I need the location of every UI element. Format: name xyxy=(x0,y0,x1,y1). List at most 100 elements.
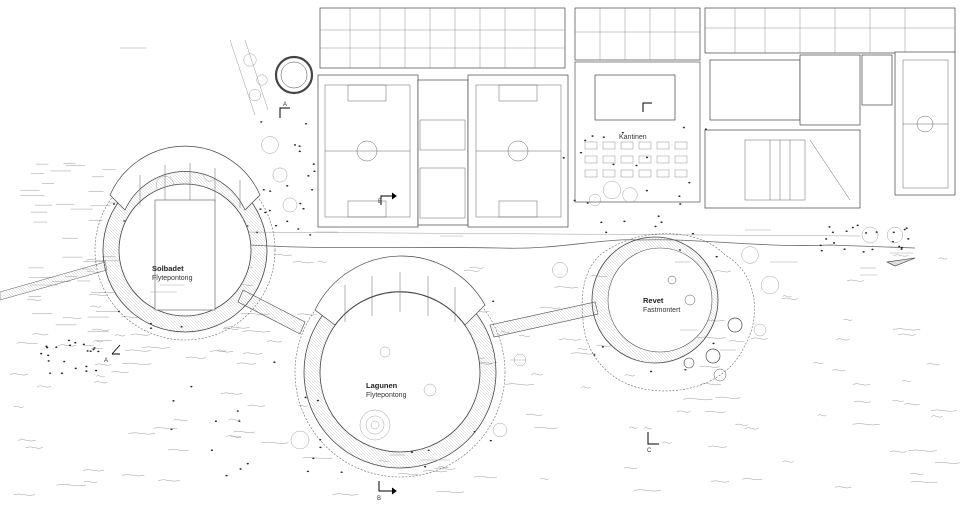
tree xyxy=(256,74,268,86)
ripple-line xyxy=(577,348,588,351)
ripple-line xyxy=(624,374,635,377)
person-marker xyxy=(47,354,50,357)
person-marker xyxy=(657,215,660,217)
people-markers xyxy=(40,121,910,477)
section-label-b-top: B xyxy=(378,199,382,205)
pool-revet xyxy=(581,233,755,392)
ripple-line xyxy=(128,432,156,435)
ripple-line xyxy=(122,362,152,365)
hall-core xyxy=(417,79,469,226)
person-marker xyxy=(612,163,615,166)
ripple-line xyxy=(10,373,29,376)
ripple-line xyxy=(26,298,42,301)
person-marker xyxy=(63,360,66,363)
ripple-line xyxy=(558,338,581,341)
bridge-1 xyxy=(237,289,306,335)
person-marker xyxy=(239,468,242,470)
bridge-left xyxy=(0,261,108,301)
pool-name-solbadet: Solbadet xyxy=(152,264,184,273)
person-marker xyxy=(678,195,681,197)
ripple-line xyxy=(158,479,180,482)
ripple-line xyxy=(89,293,108,296)
ripple-line xyxy=(224,326,250,329)
person-marker xyxy=(898,245,901,248)
ripple-line xyxy=(930,409,957,412)
ripple-line xyxy=(469,266,484,269)
ripple-line xyxy=(121,474,145,477)
person-marker xyxy=(660,221,663,224)
ripple-line xyxy=(892,328,921,331)
ripple-line xyxy=(581,386,591,389)
main-building xyxy=(317,7,956,228)
person-marker xyxy=(112,203,116,205)
person-marker xyxy=(635,164,638,167)
person-marker xyxy=(892,231,895,234)
pool-solbadet xyxy=(94,145,276,341)
person-marker xyxy=(649,370,653,373)
ripple-line xyxy=(233,430,256,433)
person-marker xyxy=(172,400,175,402)
person-marker xyxy=(85,370,88,372)
person-marker xyxy=(907,238,910,240)
person-marker xyxy=(304,122,308,125)
person-marker xyxy=(684,368,687,371)
ripple-line xyxy=(782,295,792,298)
person-marker xyxy=(299,202,302,205)
ripple-line xyxy=(94,381,108,384)
person-marker xyxy=(573,199,576,202)
person-marker xyxy=(312,457,315,460)
person-marker xyxy=(238,420,241,422)
ripple-line xyxy=(728,340,745,343)
ripple-line xyxy=(236,362,257,365)
section-label-a-bottom: A xyxy=(104,358,108,364)
person-marker xyxy=(820,249,823,252)
ripple-line xyxy=(434,467,456,470)
ripple-line xyxy=(242,330,271,333)
ripple-line xyxy=(539,306,561,309)
ripple-line xyxy=(714,270,731,273)
ripple-line xyxy=(518,334,531,337)
ripple-line xyxy=(397,473,419,476)
ripple-line xyxy=(120,316,140,319)
person-marker xyxy=(246,462,249,465)
ripple-line xyxy=(17,439,36,442)
ripple-line xyxy=(813,362,824,365)
round-pavilion xyxy=(274,55,314,95)
person-marker xyxy=(856,224,859,227)
person-marker xyxy=(60,372,64,375)
ripple-line xyxy=(111,371,129,374)
canteen-table xyxy=(674,141,688,150)
person-marker xyxy=(309,234,312,236)
person-marker xyxy=(85,365,88,368)
person-marker xyxy=(260,121,263,123)
ripple-line xyxy=(228,418,241,421)
person-marker xyxy=(293,144,297,146)
ripple-line xyxy=(889,450,907,453)
ripple-line xyxy=(222,327,240,330)
ripple-line xyxy=(217,349,227,352)
canteen-table xyxy=(620,141,634,150)
ripple-line xyxy=(220,392,243,395)
canteen-table xyxy=(602,141,616,150)
person-marker xyxy=(307,175,310,177)
section-label-c: C xyxy=(647,448,652,454)
ripple-line xyxy=(904,403,920,406)
section-marker-c xyxy=(647,432,659,445)
sports-hall-3 xyxy=(894,51,956,196)
canteen-tables xyxy=(584,141,688,178)
person-marker xyxy=(149,327,153,329)
section-label-b-bottom: B xyxy=(377,496,381,502)
ripple-line xyxy=(661,441,672,444)
ripple-line xyxy=(56,484,86,487)
ripple-line xyxy=(302,457,333,460)
pool-name-revet: Revet xyxy=(643,296,664,305)
canteen-table xyxy=(638,155,652,164)
section-marker-kantine-arrow xyxy=(642,102,652,112)
ripple-line xyxy=(643,427,653,430)
tree xyxy=(760,275,780,295)
person-marker xyxy=(68,344,72,347)
canteen-table xyxy=(620,155,634,164)
canteen-table xyxy=(602,155,616,164)
person-marker xyxy=(831,231,834,234)
person-marker xyxy=(600,221,603,224)
